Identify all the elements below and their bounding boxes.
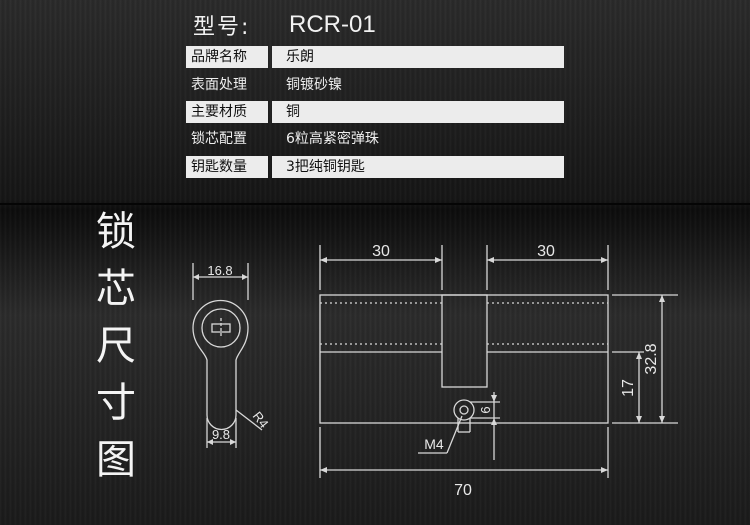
model-line: 型号: RCR-01 xyxy=(193,8,376,42)
side-title-char: 图 xyxy=(96,437,136,483)
spec-row-material: 主要材质 铜 xyxy=(186,101,564,123)
spec-value: 铜镀砂镍 xyxy=(286,77,342,93)
spec-row-finish: 表面处理 铜镀砂镍 xyxy=(186,74,564,96)
model-value: RCR-01 xyxy=(289,11,376,38)
spec-value: 6粒高紧密弹珠 xyxy=(286,131,379,147)
side-title-char: 寸 xyxy=(96,380,136,426)
spec-key: 品牌名称 xyxy=(186,46,268,68)
dim-total-height: 32.8 xyxy=(643,343,660,374)
front-view xyxy=(319,245,678,478)
dim-top-width: 16.8 xyxy=(207,263,232,278)
spec-value: 3把纯铜钥匙 xyxy=(272,156,564,178)
dim-center-height: 17 xyxy=(620,379,637,397)
dim-total-length: 70 xyxy=(454,482,472,499)
side-title-char: 芯 xyxy=(96,266,136,312)
spec-key: 主要材质 xyxy=(186,101,268,123)
side-title-char: 尺 xyxy=(96,323,136,369)
dim-screw-offset: 6 xyxy=(478,406,493,413)
spec-key: 钥匙数量 xyxy=(186,156,268,178)
model-label: 型号: xyxy=(193,15,251,40)
side-view xyxy=(192,263,263,448)
side-title: 锁 芯 尺 寸 图 xyxy=(86,204,146,489)
side-title-char: 锁 xyxy=(96,209,136,255)
dim-screw: M4 xyxy=(424,436,444,452)
spec-key: 锁芯配置 xyxy=(191,131,247,147)
dim-radius: R4 xyxy=(250,409,272,431)
spec-row-cylinder: 锁芯配置 6粒高紧密弹珠 xyxy=(186,128,564,150)
spec-row-brand: 品牌名称 乐朗 xyxy=(186,46,564,68)
spec-value: 铜 xyxy=(272,101,564,123)
dim-left-length: 30 xyxy=(372,243,390,260)
dim-right-length: 30 xyxy=(537,243,555,260)
dim-bottom-width: 9.8 xyxy=(212,427,230,442)
spec-row-keys: 钥匙数量 3把纯铜钥匙 xyxy=(186,156,564,178)
section-divider xyxy=(0,203,750,205)
spec-key: 表面处理 xyxy=(191,77,247,93)
spec-value: 乐朗 xyxy=(272,46,564,68)
